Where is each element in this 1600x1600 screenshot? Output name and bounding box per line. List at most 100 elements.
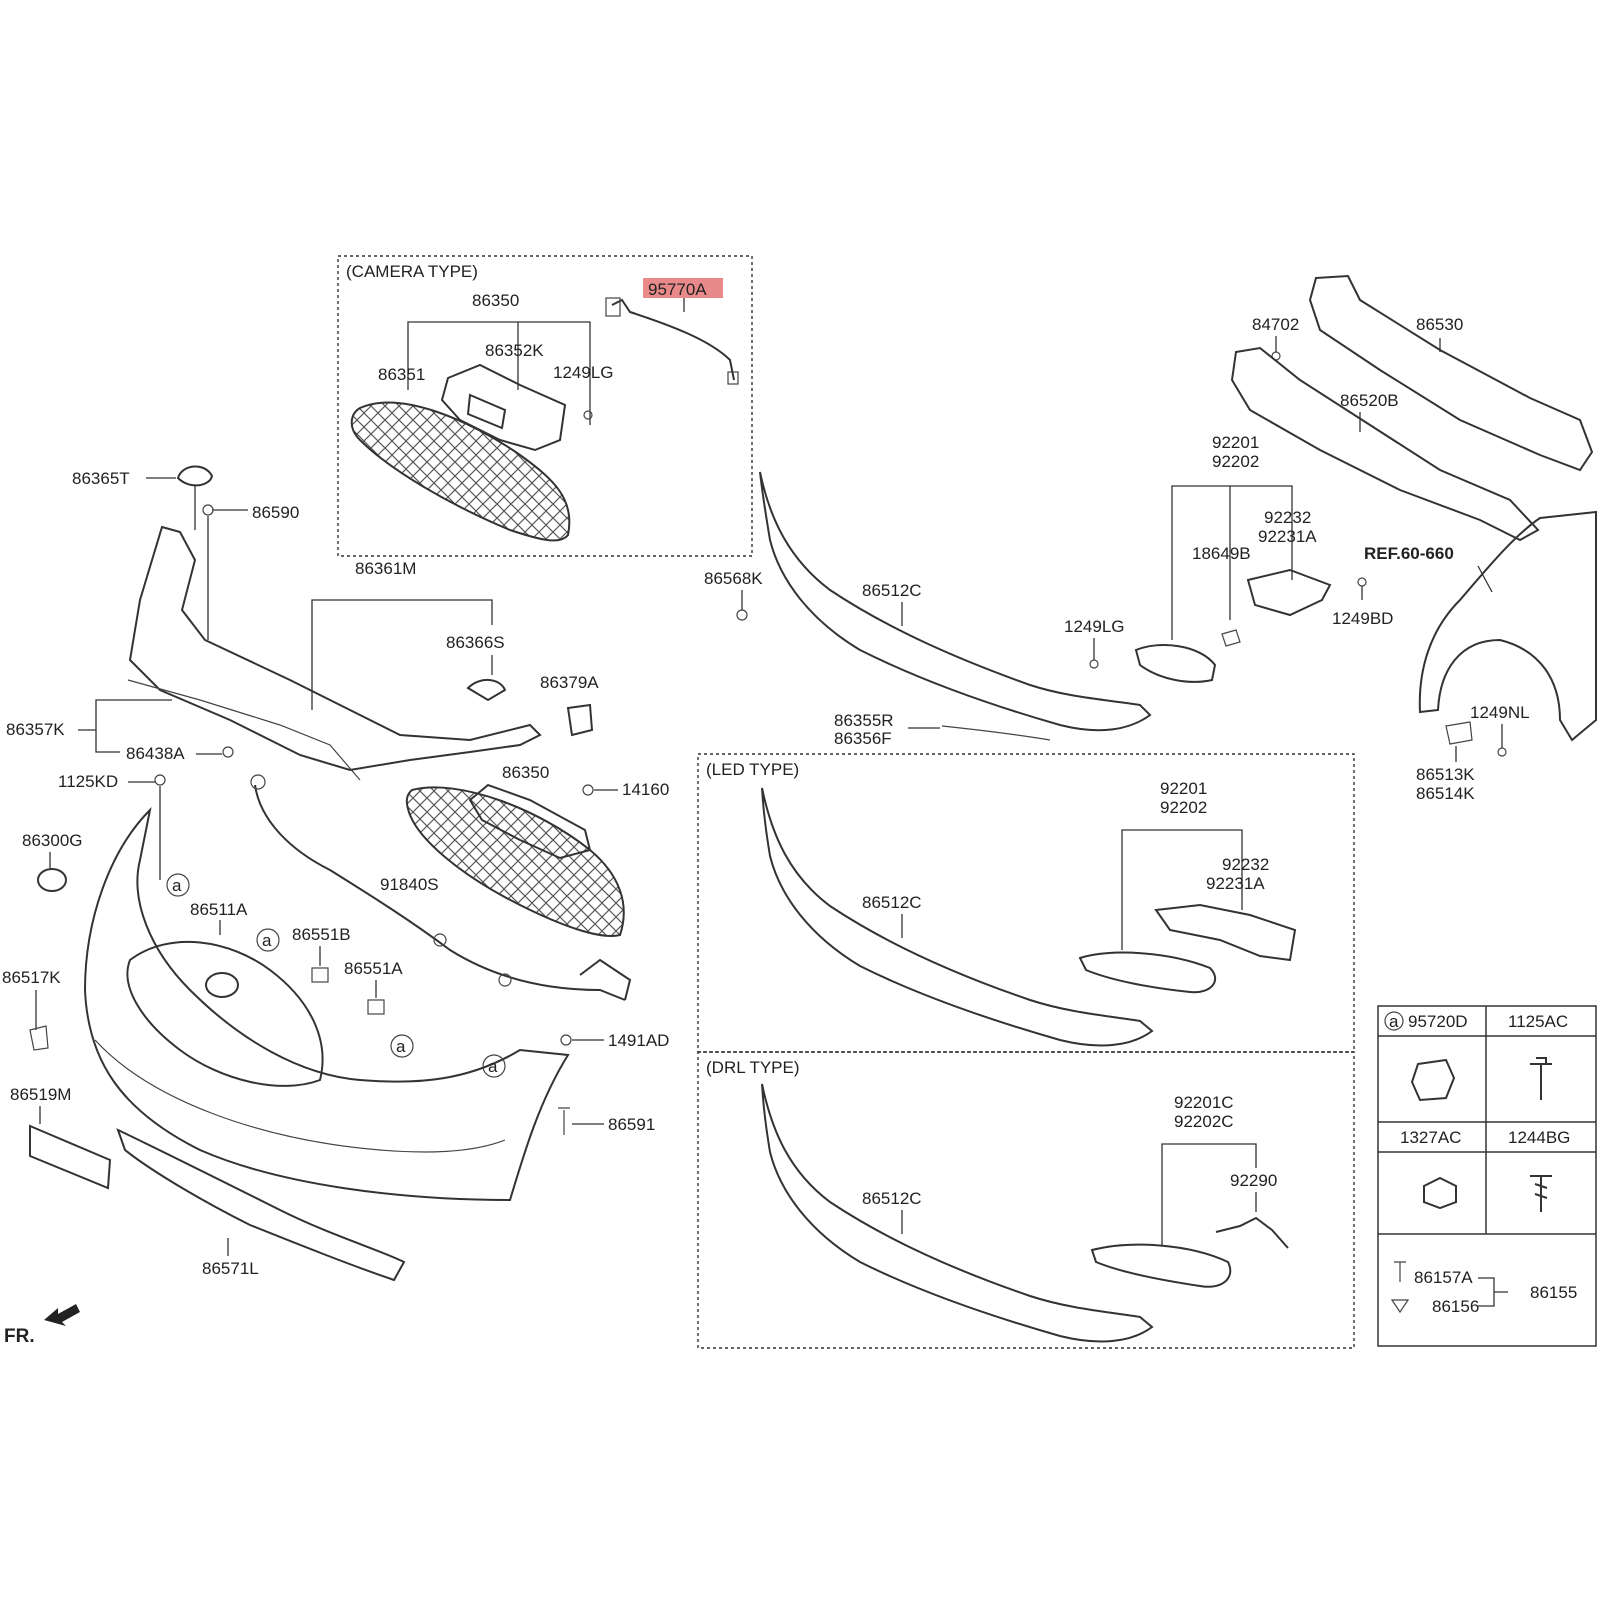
harness-connector-1: [250, 774, 266, 790]
harness-connector-2: [433, 933, 447, 947]
label-92232-b: 92232: [1222, 855, 1269, 874]
label-86356F: 86356F: [834, 729, 892, 748]
clip-86156-icon: [1390, 1299, 1410, 1314]
fog-lamp-bezel-top: [1134, 644, 1217, 683]
emblem-86300G: [37, 868, 67, 892]
bumper-lower-edge: [94, 1039, 506, 1153]
label-91840S: 91840S: [380, 875, 439, 894]
label-86512C-a: 86512C: [862, 581, 922, 600]
beam-86530: [1308, 274, 1594, 472]
label-86514K: 86514K: [1416, 784, 1475, 803]
front-bumper-cover: [83, 806, 570, 1202]
label-86352K: 86352K: [485, 341, 544, 360]
label-92231A-b: 92231A: [1206, 874, 1265, 893]
label-86350-top: 86350: [472, 291, 519, 310]
marker-a-4: [482, 1054, 506, 1078]
upper-cover-rib: [127, 679, 361, 781]
fog-lamp-housing-top: [1246, 568, 1332, 617]
lower-grille-top-group: 86568K 86512C 1249LG 86355R 86356F: [704, 471, 1152, 748]
marker-a-1: [166, 873, 190, 897]
wiring-91840S-group: 91840S: [250, 774, 632, 1001]
garnish-86355R: [941, 725, 1051, 741]
label-86512C-b: 86512C: [862, 893, 922, 912]
drl-lamp-bezel: [1090, 1243, 1232, 1288]
label-86519M: 86519M: [10, 1085, 71, 1104]
legend-marker-a-text: a: [1389, 1012, 1399, 1031]
bracket-86551B: [311, 967, 329, 983]
label-86512C-c: 86512C: [862, 1189, 922, 1208]
bolt-14160: [582, 784, 594, 796]
label-86571L: 86571L: [202, 1259, 259, 1278]
front-bumper-group: 86300G 86511A a a a a 86551B 86551A 8651…: [2, 806, 669, 1347]
label-86438A: 86438A: [126, 744, 185, 763]
wiring-harness-91840S: [254, 784, 632, 1001]
upper-cover-86361M: [128, 525, 542, 772]
label-86568K: 86568K: [704, 569, 763, 588]
fog-lamp-group: 92201 92202 92232 92231A 18649B 1249BD R…: [1134, 433, 1597, 803]
label-1491AD: 1491AD: [608, 1031, 669, 1050]
label-92202-a: 92202: [1212, 452, 1259, 471]
marker-a-2: [256, 928, 280, 952]
label-86590: 86590: [252, 503, 299, 522]
label-1249BD: 1249BD: [1332, 609, 1393, 628]
drl-wire-92290: [1215, 1216, 1289, 1249]
drl-lower-grille-86512C: [761, 1083, 1154, 1343]
clip-1491AD: [560, 1034, 572, 1046]
clip-86590: [202, 504, 214, 516]
led-lamp-housing: [1154, 903, 1297, 962]
camera-type-box: (CAMERA TYPE) 86350 95770A 86351 86352K …: [337, 255, 753, 557]
marker-a-2-text: a: [262, 931, 272, 950]
label-86355R: 86355R: [834, 711, 894, 730]
label-92232-a: 92232: [1264, 508, 1311, 527]
label-92231A-a: 92231A: [1258, 527, 1317, 546]
label-REF: REF.60-660: [1364, 544, 1454, 563]
bolt-1249LG-mid: [1089, 659, 1099, 669]
bolt-1249NL: [1497, 747, 1507, 757]
camera-grille: [350, 401, 571, 542]
drl-type-title: (DRL TYPE): [706, 1058, 800, 1077]
bumper-beam-group: 84702 86530 86520B: [1230, 274, 1594, 542]
fender-ref-60-660: [1418, 510, 1597, 742]
label-86520B: 86520B: [1340, 391, 1399, 410]
bolt-1125KD: [154, 774, 166, 786]
label-84702: 84702: [1252, 315, 1299, 334]
label-92201C: 92201C: [1174, 1093, 1234, 1112]
label-95770A: 95770A: [648, 280, 707, 299]
label-86379A: 86379A: [540, 673, 599, 692]
bolt-1249LG-top: [583, 410, 593, 420]
legend-86157A: 86157A: [1414, 1268, 1473, 1287]
screw-1244BG-icon: [1530, 1175, 1552, 1212]
grille-86350-bracket: [468, 783, 592, 860]
grille-86350-group: 86350 14160: [405, 763, 669, 937]
led-lamp-bezel: [1078, 951, 1217, 994]
camera-bracket: [440, 363, 567, 452]
label-86530: 86530: [1416, 315, 1463, 334]
label-86513K: 86513K: [1416, 765, 1475, 784]
label-92201-a: 92201: [1212, 433, 1259, 452]
marker-a-1-text: a: [172, 876, 182, 895]
label-92202-b: 92202: [1160, 798, 1207, 817]
legend-95720D: 95720D: [1408, 1012, 1468, 1031]
label-86350-mid: 86350: [502, 763, 549, 782]
under-cover-86571L: [116, 1128, 406, 1282]
upper-cover-group: 86365T 86590 86361M 86366S 86379A 86357K…: [6, 465, 599, 880]
label-14160: 14160: [622, 780, 669, 799]
label-86351: 86351: [378, 365, 425, 384]
lower-grille-86512C-top: [759, 471, 1152, 732]
camera-wire-95770A: [611, 298, 735, 381]
bumper-emblem-recess: [205, 972, 239, 998]
label-1125KD: 1125KD: [58, 772, 118, 791]
bumper-grille-opening: [126, 940, 324, 1087]
led-lower-grille-86512C: [761, 787, 1154, 1047]
camera-wire-plug: [727, 371, 739, 385]
emblem-86365T: [176, 465, 214, 487]
label-92290: 92290: [1230, 1171, 1277, 1190]
label-86517K: 86517K: [2, 968, 61, 987]
legend-86155: 86155: [1530, 1283, 1577, 1302]
legend-1125AC: 1125AC: [1508, 1012, 1568, 1031]
led-type-box: (LED TYPE) 92201 92202 92232 92231A 8651…: [697, 753, 1355, 1053]
legend-1244BG: 1244BG: [1508, 1128, 1570, 1147]
clip-86157A-icon: [1394, 1261, 1406, 1282]
label-86365T: 86365T: [72, 469, 130, 488]
